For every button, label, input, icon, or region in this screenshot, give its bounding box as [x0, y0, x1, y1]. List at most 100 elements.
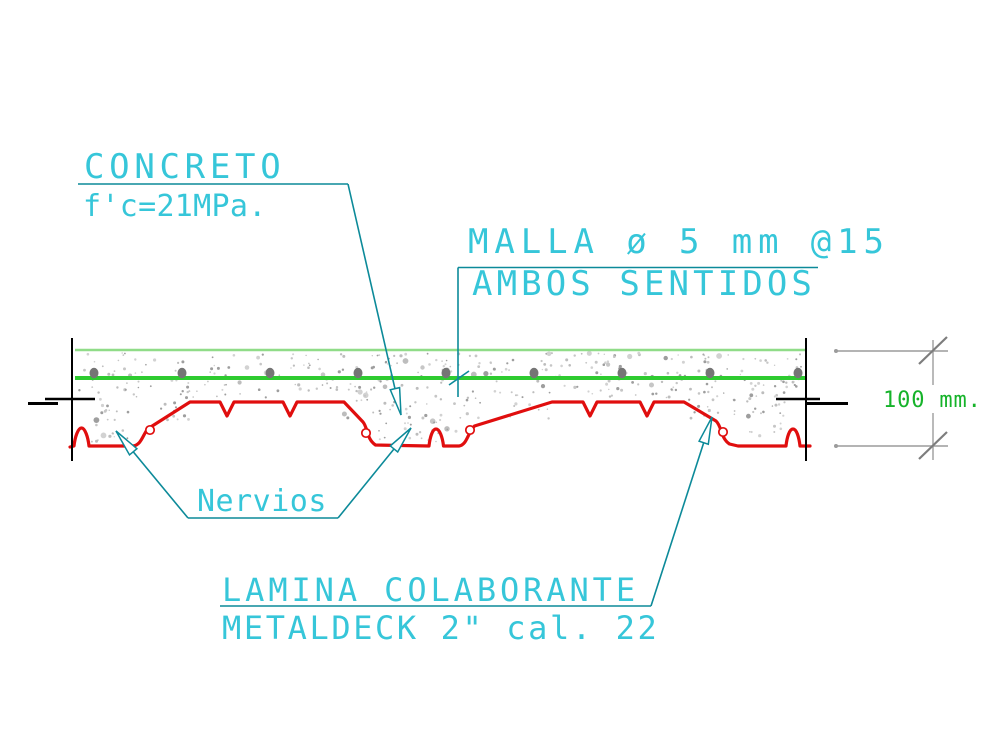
stipple-dot: [99, 397, 102, 401]
stipple-dot: [549, 364, 553, 367]
stipple-dot: [185, 396, 188, 400]
stipple-dot: [204, 383, 206, 386]
stipple-dot: [196, 390, 198, 393]
stipple-dot: [751, 387, 755, 391]
stipple-dot: [532, 391, 535, 394]
stipple-dot: [407, 415, 411, 419]
stipple-dot: [307, 389, 310, 392]
stipple-dot: [335, 388, 339, 391]
stipple-dot: [232, 354, 236, 357]
stipple-dot: [479, 401, 481, 404]
stipple-dot: [216, 395, 218, 398]
stipple-dot: [305, 354, 307, 357]
stipple-dot: [746, 400, 749, 403]
stipple-dot: [134, 358, 137, 361]
stipple-dot: [227, 366, 231, 369]
stipple-dot: [439, 413, 443, 417]
stipple-dot: [546, 408, 549, 410]
stipple-dot: [510, 391, 513, 394]
stipple-dot: [631, 381, 634, 384]
stipple-dot: [537, 408, 540, 411]
stipple-dot: [546, 351, 552, 357]
stipple-dot: [383, 401, 387, 405]
stipple-dot: [761, 391, 765, 395]
stipple-dot: [573, 385, 577, 389]
stipple-dot: [470, 371, 477, 378]
stipple-dot: [405, 412, 408, 415]
stipple-dot: [137, 386, 140, 389]
stipple-dot: [674, 388, 678, 392]
stipple-dot: [689, 416, 693, 420]
stipple-dot: [213, 372, 216, 375]
stipple-dot: [550, 352, 553, 355]
stipple-dot: [742, 357, 745, 361]
stipple-dot: [210, 367, 214, 371]
stipple-dot: [785, 381, 788, 384]
stipple-dot: [474, 354, 478, 358]
stipple-dot: [177, 361, 180, 364]
stipple-dot: [93, 360, 96, 363]
stipple-dot: [627, 353, 633, 360]
mesh-wire-dot: [529, 367, 539, 379]
stipple-dot: [106, 418, 109, 421]
stipple-dot: [777, 403, 781, 406]
stipple-dot: [489, 361, 492, 364]
stipple-dot: [441, 360, 443, 363]
stipple-dot: [278, 374, 281, 377]
stipple-dot: [703, 354, 706, 357]
stipple-dot: [126, 382, 128, 384]
stipple-dot: [540, 359, 543, 363]
stipple-dot: [750, 430, 753, 434]
stipple-dot: [435, 421, 438, 424]
stipple-dot: [711, 398, 715, 402]
stipple-dot: [446, 428, 449, 431]
stipple-dot: [355, 399, 358, 402]
stipple-dot: [779, 422, 782, 425]
stipple-dot: [591, 392, 594, 395]
stipple-dot: [393, 354, 396, 357]
stipple-dot: [670, 357, 673, 361]
stipple-dot: [600, 373, 602, 375]
stipple-dot: [424, 413, 428, 418]
left-cut-mark: [28, 338, 95, 461]
stipple-dot: [483, 371, 489, 377]
stipple-dot: [298, 387, 302, 391]
stipple-dot: [404, 352, 408, 356]
stipple-dot: [292, 364, 295, 367]
stipple-dot: [113, 418, 116, 421]
stipple-dot: [223, 384, 226, 386]
stipple-dot: [308, 362, 310, 365]
stipple-dot: [407, 422, 409, 424]
stipple-dot: [489, 372, 493, 375]
stipple-dot: [303, 364, 305, 366]
stipple-dot: [134, 372, 137, 374]
stipple-dot: [716, 411, 720, 414]
mesh-wire-dot: [705, 367, 715, 379]
stipple-dot: [754, 407, 757, 410]
stipple-dot: [163, 402, 167, 406]
stipple-dot: [174, 369, 177, 372]
stipple-dot: [727, 354, 729, 356]
stipple-dot: [783, 401, 786, 404]
concrete-spec-label: f'c=21MPa.: [83, 189, 267, 224]
stipple-dot: [580, 352, 583, 355]
stipple-dot: [560, 364, 563, 368]
stipple-dot: [426, 403, 428, 405]
stipple-dot: [417, 371, 419, 374]
stipple-dot: [634, 394, 637, 396]
stipple-dot: [341, 368, 345, 371]
stipple-dot: [126, 437, 129, 440]
stipple-dot: [113, 436, 116, 438]
stipple-dot: [132, 393, 135, 396]
stipple-dot: [237, 380, 242, 385]
stipple-dot: [599, 389, 602, 392]
stipple-dot: [95, 439, 98, 443]
mesh-leader: [448, 266, 818, 397]
stipple-dot: [126, 410, 130, 414]
stipple-dot: [528, 403, 531, 407]
stipple-dot: [547, 417, 550, 420]
stipple-dot: [444, 363, 447, 366]
stipple-dot: [706, 360, 710, 364]
stipple-dot: [626, 372, 628, 374]
stipple-dot: [703, 360, 707, 364]
